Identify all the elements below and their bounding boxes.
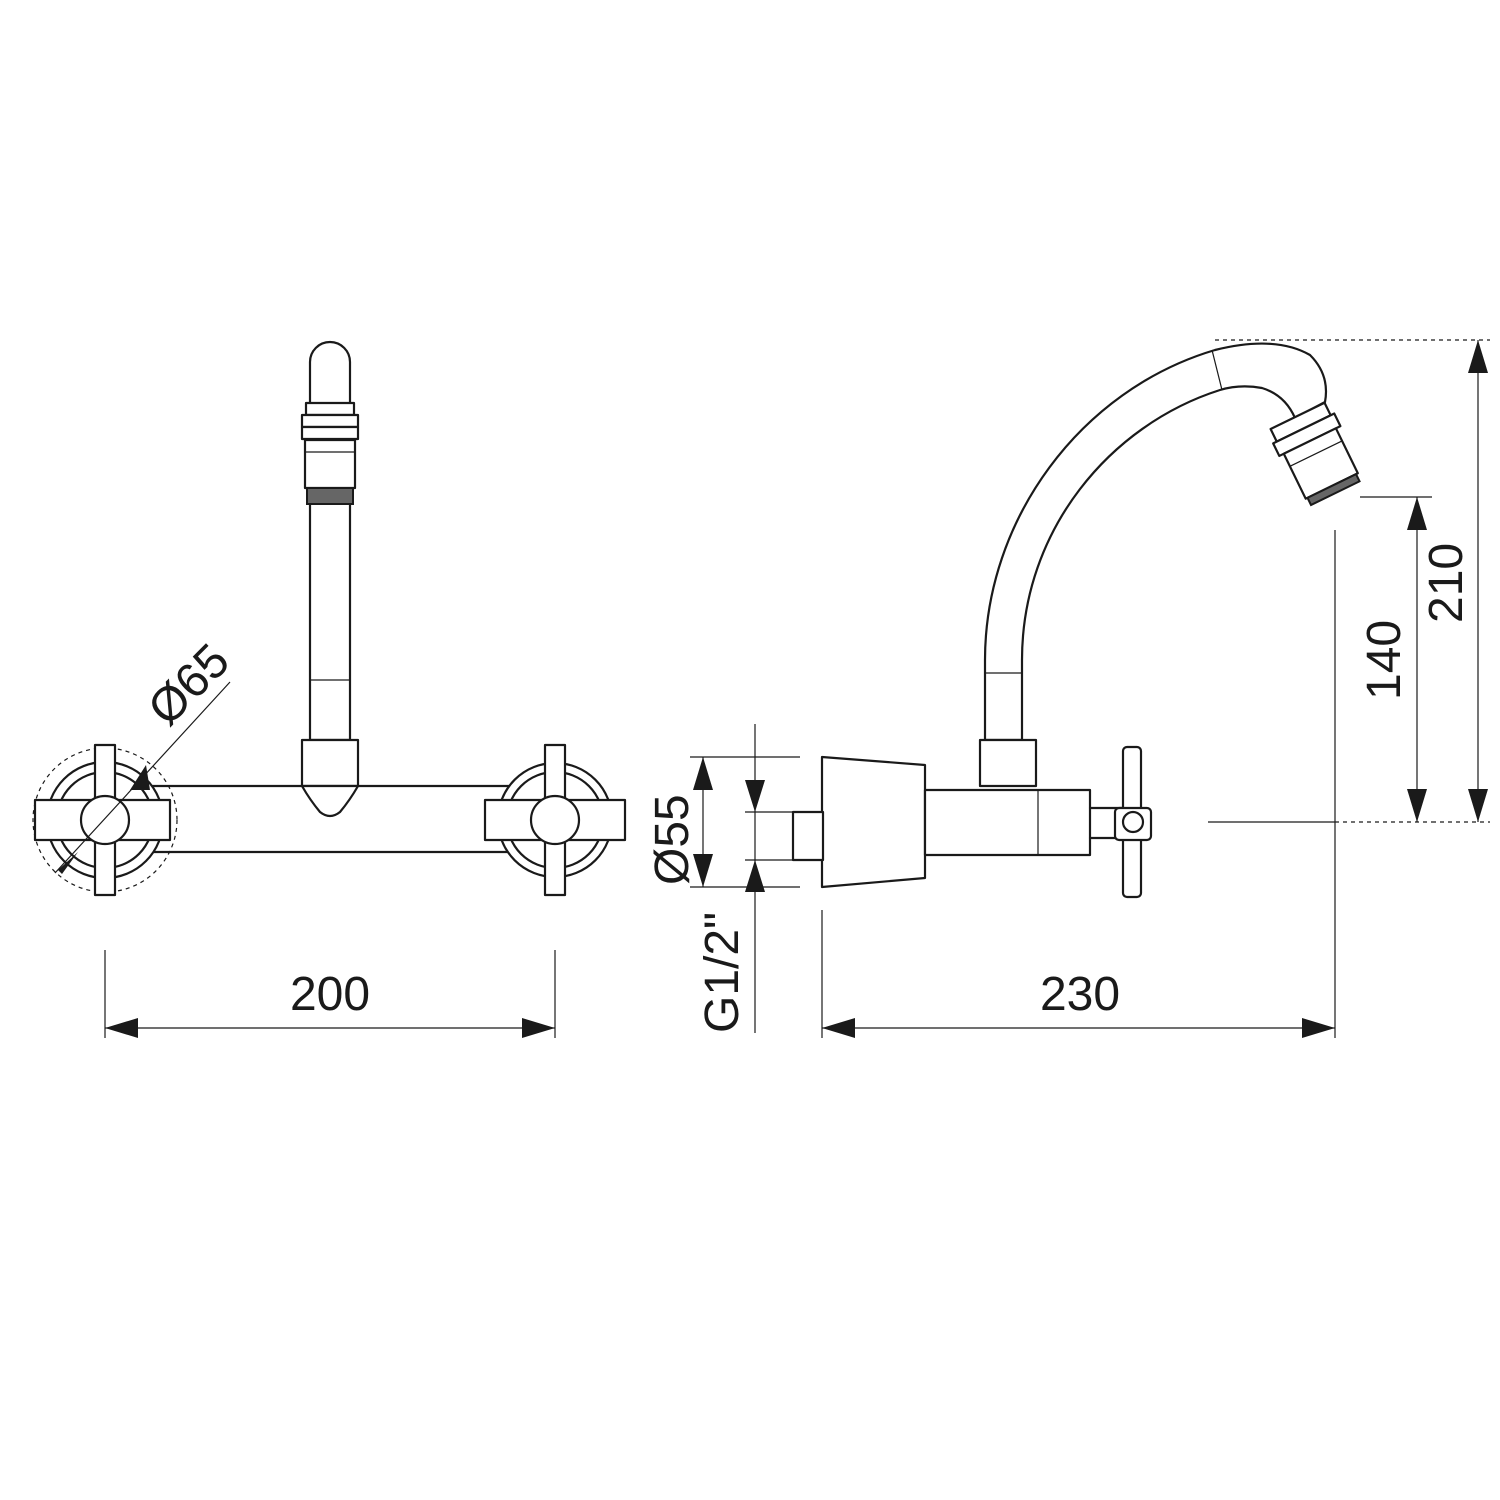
width-200-dimension: 200 xyxy=(104,950,556,1038)
front-aerator xyxy=(303,438,357,490)
height-140-dimension: 140 xyxy=(1208,496,1432,823)
height-210-dimension: 210 xyxy=(1215,339,1490,823)
side-thread-stub xyxy=(791,810,825,862)
height-140-label: 140 xyxy=(1358,620,1411,700)
side-curved-spout xyxy=(983,342,1361,742)
width-200-label: 200 xyxy=(290,968,370,1021)
diameter-55-dimension: Ø55 xyxy=(646,756,800,888)
aerator-mesh xyxy=(306,487,354,505)
height-210-label: 210 xyxy=(1420,543,1473,623)
projection-230-dimension: 230 xyxy=(821,530,1336,1038)
side-aerator xyxy=(1269,401,1361,507)
diameter-55-label: Ø55 xyxy=(646,794,699,885)
side-spout-collar xyxy=(978,738,1038,788)
thread-dimension: G1/2" xyxy=(696,724,800,1033)
side-handle xyxy=(1113,745,1153,899)
side-body xyxy=(923,788,1092,857)
front-spout-collar xyxy=(300,738,360,818)
diameter-65-label: Ø65 xyxy=(138,634,240,736)
front-left-valve xyxy=(32,743,178,897)
side-view: Ø55 G1/2" 230 140 xyxy=(646,339,1490,1038)
projection-230-label: 230 xyxy=(1040,968,1120,1021)
thread-label: G1/2" xyxy=(696,912,749,1033)
side-wall-flange xyxy=(820,755,927,889)
front-view: Ø65 200 xyxy=(32,340,627,1038)
front-right-valve xyxy=(483,743,627,897)
front-spout xyxy=(300,340,360,742)
